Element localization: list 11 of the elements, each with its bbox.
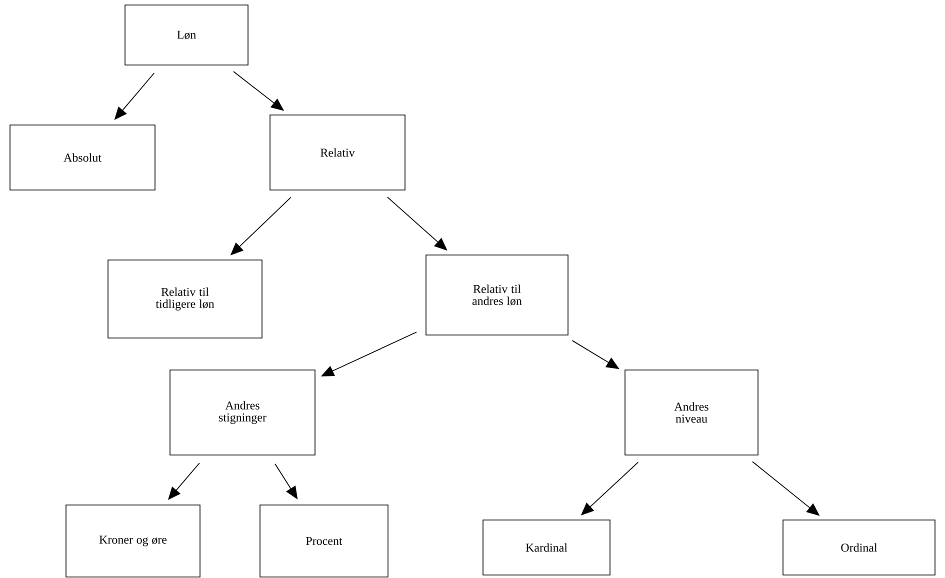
process-box: Relativ til andres løn [426, 254, 568, 336]
process-box: Absolut [10, 124, 156, 190]
process-box: Kardinal [482, 520, 610, 576]
process-box: Kroner og øre [66, 504, 200, 578]
process-box: Ordinal [782, 520, 936, 576]
process-box: Løn [124, 4, 248, 66]
process-box: Procent [260, 504, 388, 578]
process-box: Relativ til tidligere løn [108, 260, 262, 338]
process-box: Andres niveau [624, 370, 758, 456]
process-box: Relativ [270, 114, 406, 190]
process-box: Andres stigninger [170, 370, 316, 456]
